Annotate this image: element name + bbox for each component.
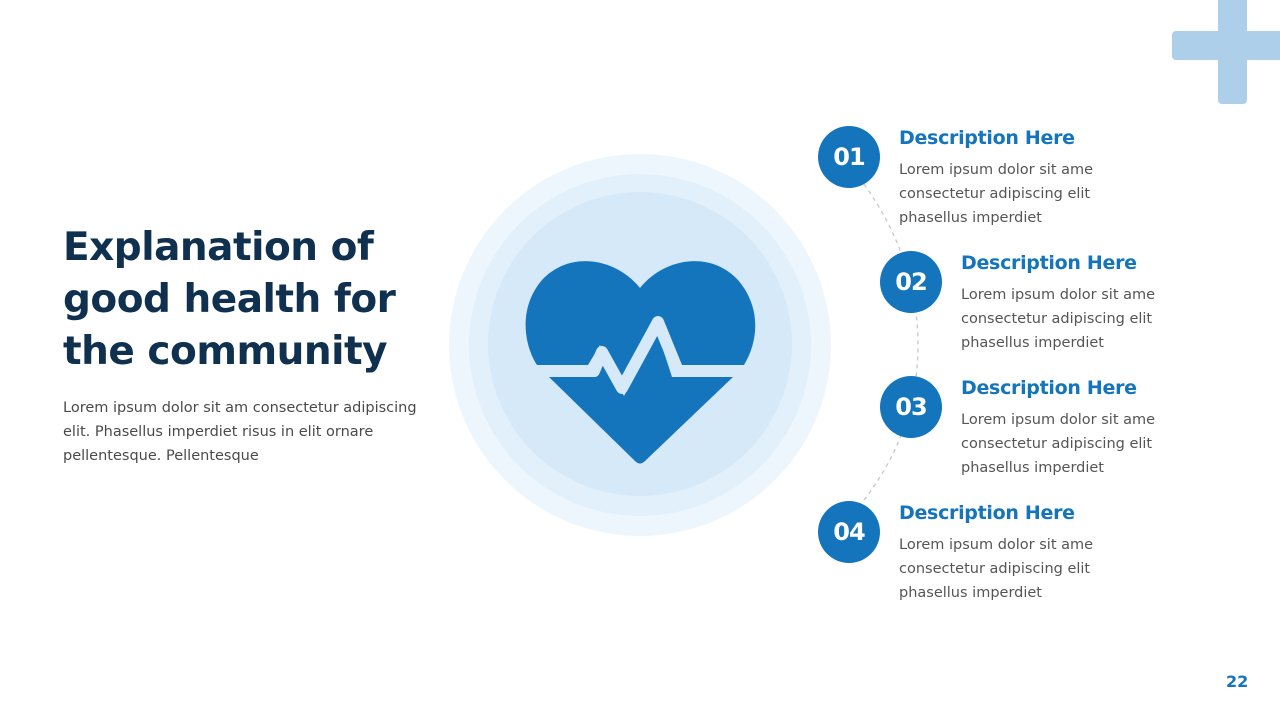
page-number: 22 [1226,672,1249,691]
step-title: Description Here [961,377,1137,399]
step-number-badge: 03 [880,376,942,438]
step-text: Lorem ipsum dolor sit ame consectetur ad… [899,537,1094,601]
slide-description: Lorem ipsum dolor sit am consectetur adi… [63,400,417,464]
step-title: Description Here [899,502,1075,524]
step-number-badge: 04 [818,501,880,563]
step-title: Description Here [899,127,1075,149]
step-number-badge: 02 [880,251,942,313]
step-text: Lorem ipsum dolor sit ame consectetur ad… [961,412,1156,476]
step-text: Lorem ipsum dolor sit ame consectetur ad… [961,287,1156,351]
step-number-badge: 01 [818,126,880,188]
heart-pulse-icon [520,261,760,464]
plus-horizontal-bar [1172,31,1280,60]
step-text: Lorem ipsum dolor sit ame consectetur ad… [899,162,1094,226]
step-title: Description Here [961,252,1137,274]
slide-title: Explanation of good health for the commu… [63,225,396,374]
